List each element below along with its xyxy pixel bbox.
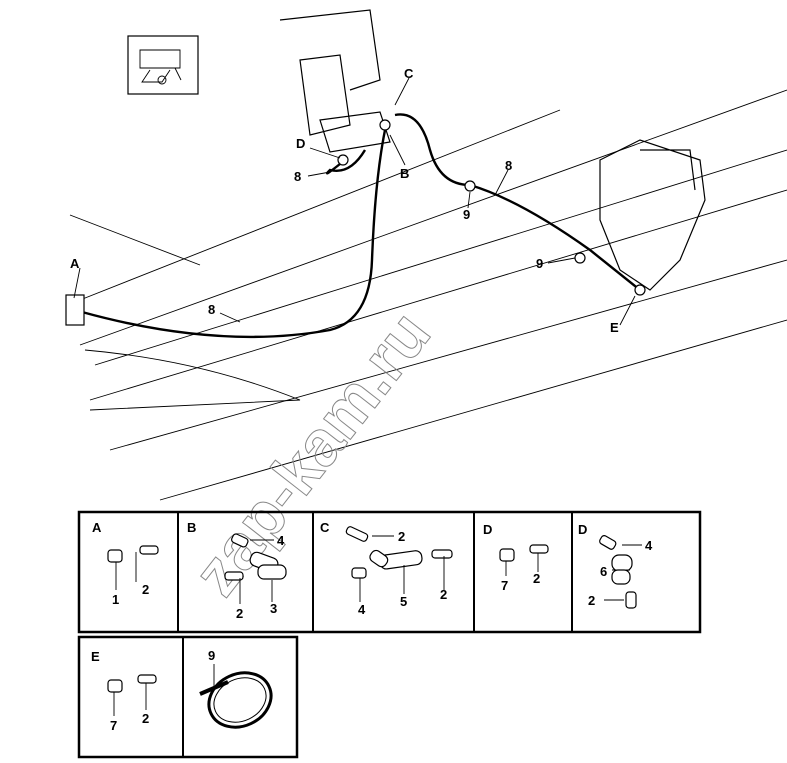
panel-hose-clamp: 9	[199, 648, 273, 729]
svg-text:2: 2	[142, 711, 149, 726]
clamp-icon	[464, 180, 476, 192]
brake-hoses	[65, 113, 646, 339]
connector-b-icon	[379, 119, 391, 131]
svg-text:3: 3	[270, 601, 277, 616]
detail-panels: A 1 2 B 4 2 3 C 2	[77, 510, 702, 759]
callout-d: D	[296, 136, 305, 151]
clamp-icon	[574, 252, 586, 264]
chassis-frame-drawing	[69, 9, 787, 501]
svg-text:A: A	[92, 520, 102, 535]
callout-hose-8: 8	[505, 158, 512, 173]
svg-text:4: 4	[358, 602, 366, 617]
callout-a: A	[70, 256, 80, 271]
svg-text:6: 6	[600, 564, 607, 579]
svg-text:C: C	[320, 520, 330, 535]
callout-e: E	[610, 320, 619, 335]
connector-e-icon	[634, 284, 646, 296]
svg-text:7: 7	[501, 578, 508, 593]
callout-b: B	[400, 166, 409, 181]
svg-text:B: B	[187, 520, 196, 535]
svg-text:2: 2	[142, 582, 149, 597]
svg-text:D: D	[483, 522, 492, 537]
valve-a-icon	[65, 294, 85, 326]
callout-clamp-9: 9	[536, 256, 543, 271]
callout-hose-8: 8	[294, 169, 301, 184]
svg-text:1: 1	[112, 592, 119, 607]
svg-text:9: 9	[208, 648, 215, 663]
panel-a: A 1 2	[92, 520, 159, 607]
svg-text:2: 2	[533, 571, 540, 586]
svg-text:2: 2	[588, 593, 595, 608]
panel-c: C 2 4 5 2	[320, 520, 453, 617]
callout-clamp-9: 9	[463, 207, 470, 222]
connector-d-icon	[337, 154, 349, 166]
panel-d-straight: D 7 2	[483, 522, 549, 593]
panel-e: E 7 2	[91, 649, 157, 733]
panel-b: B 4 2 3	[187, 520, 287, 621]
leader-lines	[73, 77, 636, 326]
svg-text:5: 5	[400, 594, 407, 609]
svg-text:2: 2	[236, 606, 243, 621]
svg-text:D: D	[578, 522, 587, 537]
svg-text:4: 4	[645, 538, 653, 553]
panel-d-elbow: D 4 6 2	[578, 522, 653, 609]
svg-text:2: 2	[398, 529, 405, 544]
svg-text:4: 4	[277, 533, 285, 548]
vehicle-locator-thumbnail	[127, 35, 199, 95]
callout-hose-8: 8	[208, 302, 215, 317]
svg-text:2: 2	[440, 587, 447, 602]
callout-c: C	[404, 66, 414, 81]
svg-text:7: 7	[110, 718, 117, 733]
svg-text:E: E	[91, 649, 100, 664]
